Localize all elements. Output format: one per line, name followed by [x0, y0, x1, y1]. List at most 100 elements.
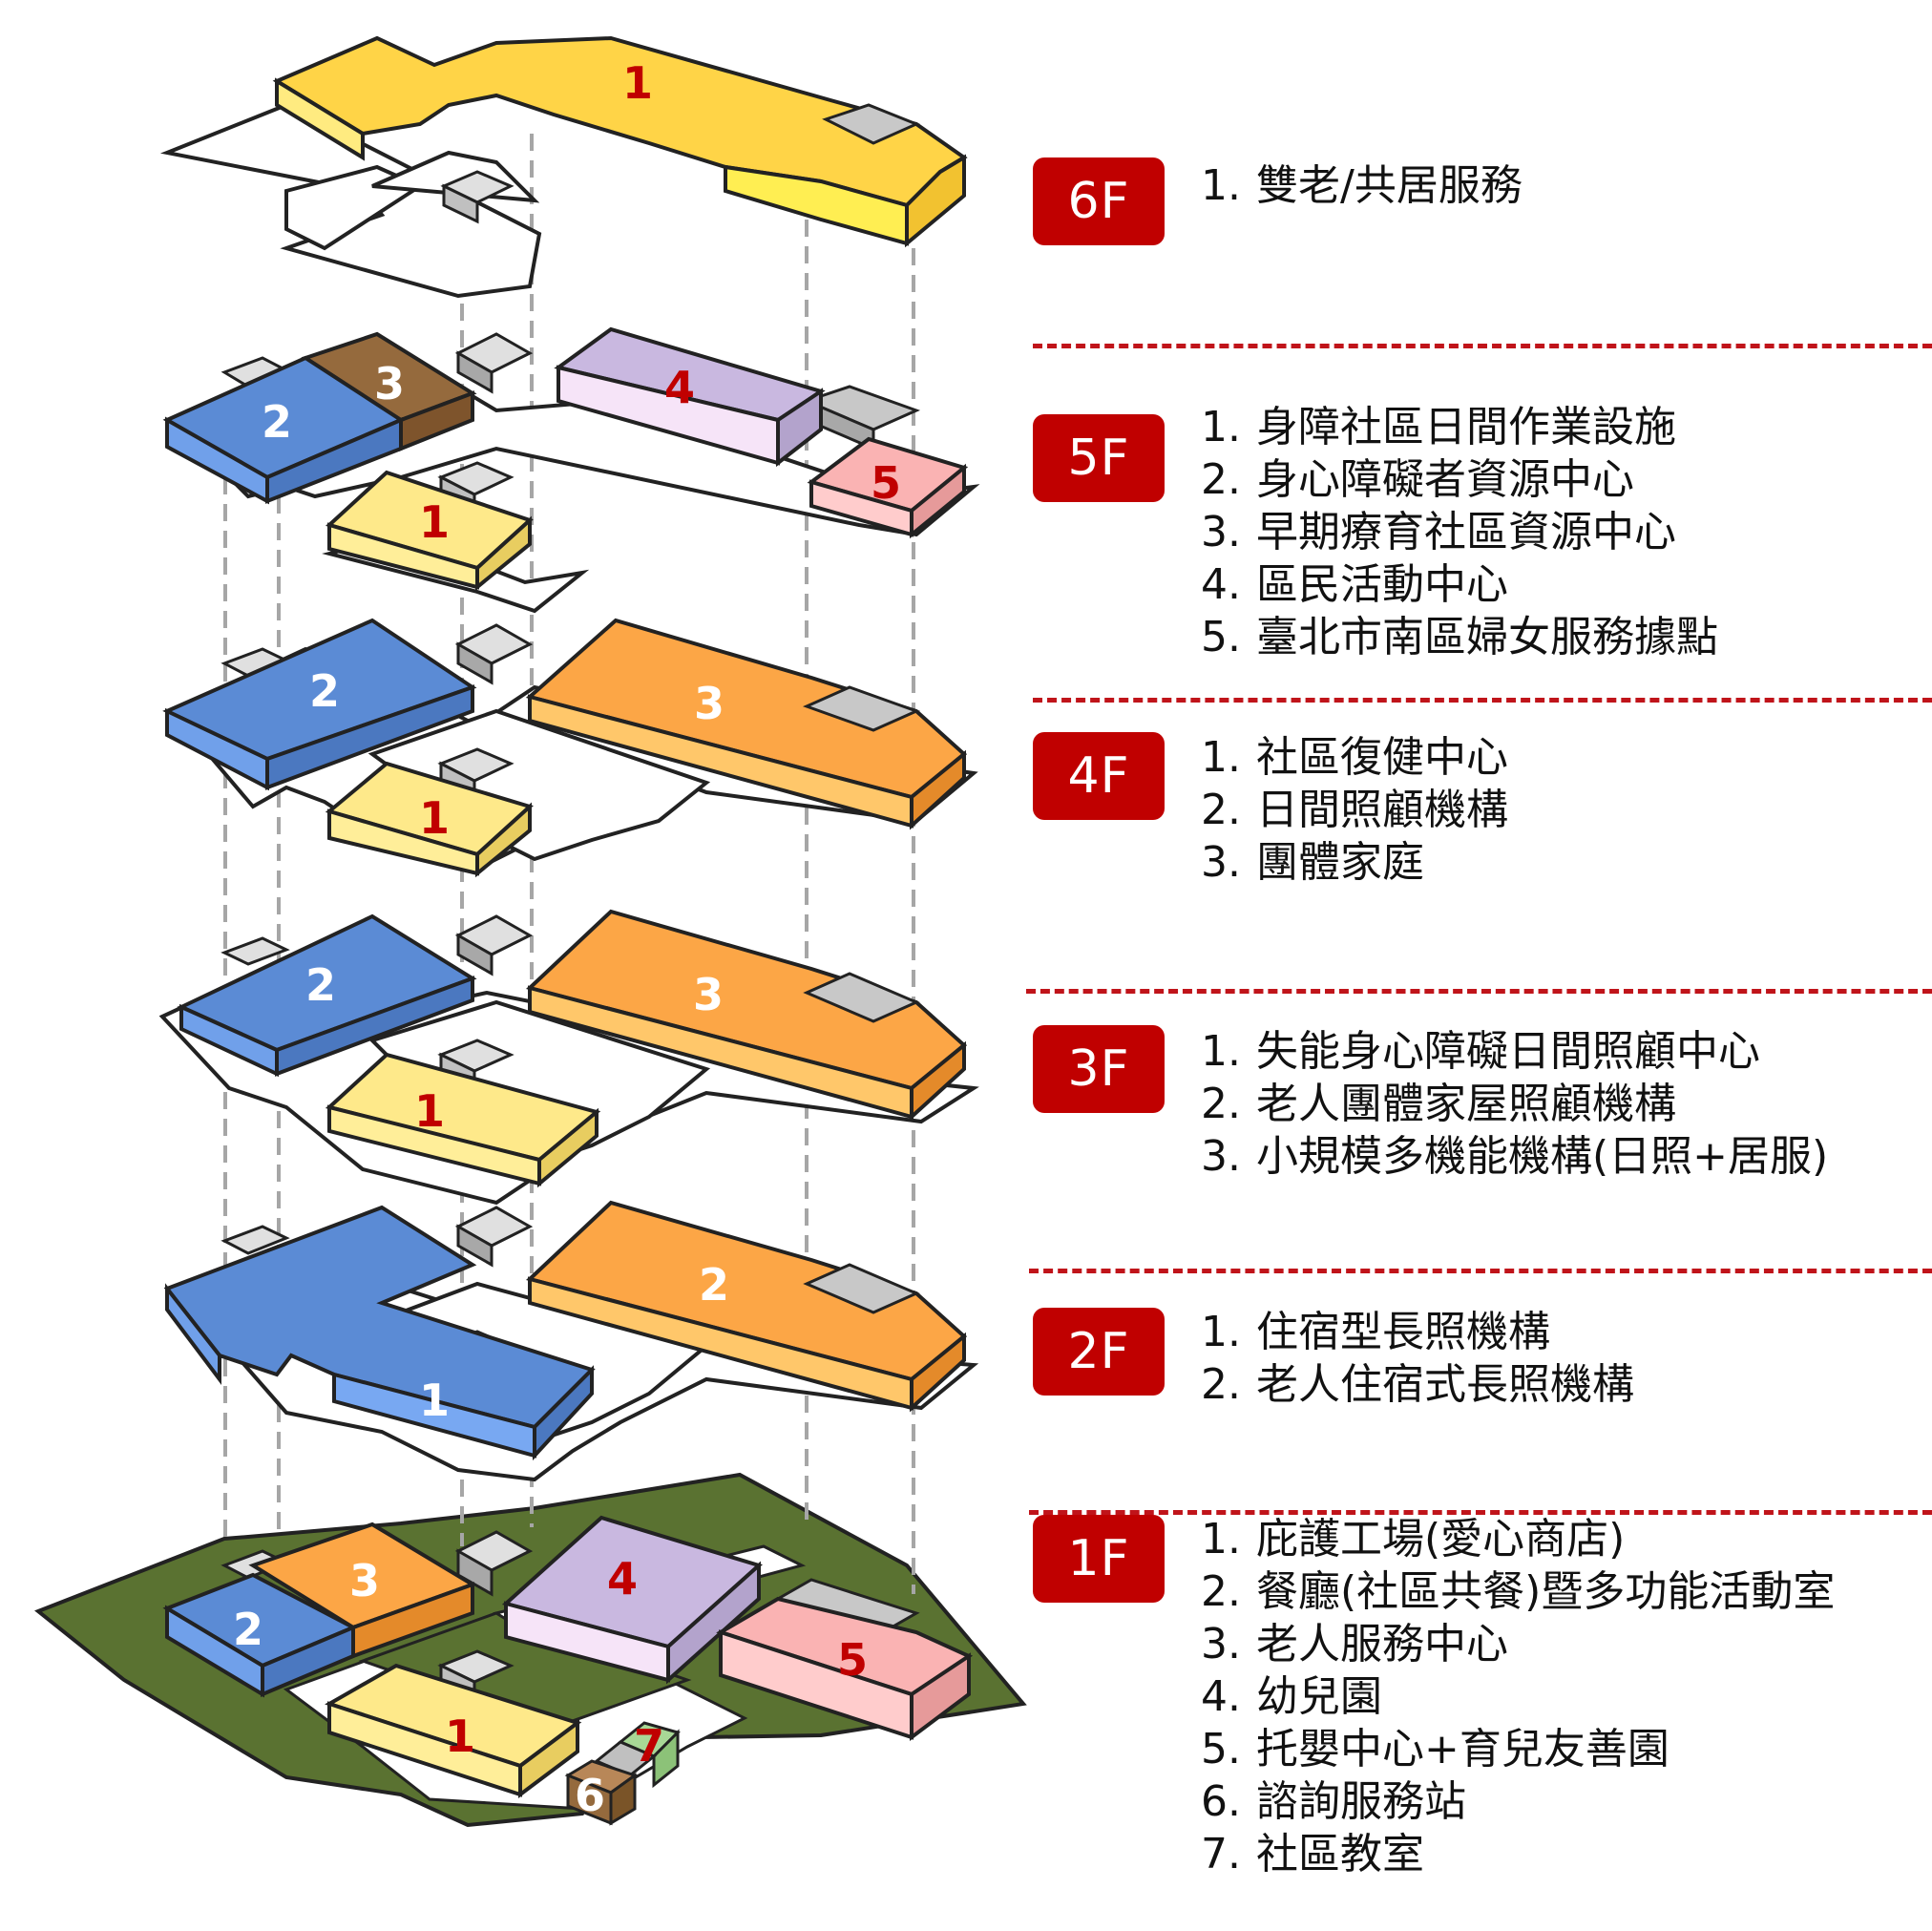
- block-side: [666, 1561, 761, 1685]
- floor-1f-buildings: [162, 1515, 974, 1826]
- legend-item: 6.諮詢服務站: [1201, 1777, 1466, 1826]
- block-label-3f-2: 2: [305, 959, 336, 1011]
- core-block: [802, 385, 921, 451]
- legend-1f: 1.庇護工場(愛心商店) 2.餐廳(社區共餐)暨多功能活動室 3.老人服務中心 …: [1201, 1513, 1835, 1880]
- core-block: [454, 914, 534, 976]
- floor-separator: [1033, 698, 1932, 703]
- block-side: [905, 154, 966, 248]
- block-label-4f-1: 1: [419, 792, 450, 844]
- legend-item: 2.餐廳(社區共餐)暨多功能活動室: [1201, 1567, 1836, 1616]
- legend-5f: 1.身障社區日間作業設施 2.身心障礙者資源中心 3.早期療育社區資源中心 4.…: [1201, 401, 1718, 663]
- floor-separator: [1026, 989, 1932, 994]
- legend-item: 7.社區教室: [1201, 1830, 1424, 1879]
- block-side: [910, 1332, 966, 1413]
- legend-item: 1.身障社區日間作業設施: [1201, 403, 1676, 451]
- legend-item: 4.幼兒園: [1201, 1672, 1382, 1721]
- block-label-1f-7: 7: [634, 1720, 664, 1772]
- legend-item: 5.臺北市南區婦女服務據點: [1201, 613, 1718, 661]
- core-block: [454, 332, 534, 394]
- floor-separator: [1029, 1510, 1932, 1515]
- block-labels: 1 1 2 3 4 5 1 2 3 1 2 3 1 2 1 2 3 4 5 6 …: [233, 57, 901, 1821]
- core-block: [454, 623, 534, 685]
- floor-5f-drawing: [162, 326, 980, 614]
- floor-6f-drawing: [159, 35, 968, 299]
- block-label-5f-3: 3: [374, 358, 405, 409]
- block-label-5f-1: 1: [419, 496, 450, 548]
- floor-3f-drawing: [158, 909, 979, 1206]
- block-label-5f-5: 5: [871, 457, 901, 509]
- legend-item: 2.老人住宿式長照機構: [1201, 1360, 1634, 1409]
- block-label-4f-3: 3: [694, 678, 724, 729]
- legend-item: 2.日間照顧機構: [1201, 786, 1508, 834]
- floor-separator: [1033, 344, 1932, 348]
- floor-separator: [1029, 1269, 1932, 1273]
- block-side: [475, 802, 532, 878]
- block-side: [265, 684, 474, 790]
- block-label-1f-1: 1: [445, 1711, 475, 1762]
- floor-badge-5f: 5F: [1033, 414, 1165, 502]
- core-block: [822, 103, 920, 145]
- legend-2f: 1.住宿型長照機構 2.老人住宿式長照機構: [1201, 1306, 1634, 1411]
- block-side: [609, 1773, 637, 1826]
- block-label-2f-1: 1: [419, 1375, 450, 1426]
- block-side: [776, 388, 823, 468]
- block-side: [518, 1719, 579, 1798]
- legend-item: 2.老人團體家屋照顧機構: [1201, 1080, 1676, 1128]
- block-label-2f-2: 2: [699, 1259, 729, 1311]
- legend-4f: 1.社區復健中心 2.日間照顧機構 3.團體家庭: [1201, 731, 1508, 889]
- block-side: [910, 1040, 966, 1122]
- core-block: [440, 170, 514, 224]
- block-side: [475, 515, 532, 592]
- block-side: [910, 749, 966, 830]
- block-side: [910, 1652, 971, 1741]
- floor-badge-3f: 3F: [1033, 1025, 1165, 1113]
- block-side: [537, 1107, 598, 1188]
- floor-2f-drawing: [163, 1200, 979, 1482]
- core-block: [454, 1530, 534, 1597]
- block-side: [275, 976, 474, 1077]
- block-label-6f-1: 1: [622, 57, 653, 109]
- core-block: [803, 1263, 920, 1314]
- core-block: [454, 1206, 534, 1268]
- legend-item: 3.早期療育社區資源中心: [1201, 508, 1676, 556]
- legend-item: 2.身心障礙者資源中心: [1201, 455, 1634, 504]
- block-label-3f-1: 1: [414, 1085, 445, 1137]
- legend-item: 1.庇護工場(愛心商店): [1201, 1515, 1626, 1564]
- block-label-5f-2: 2: [262, 396, 292, 448]
- block-label-1f-3: 3: [349, 1555, 380, 1606]
- block-side: [275, 77, 365, 161]
- legend-item: 5.托嬰中心+育兒友善園: [1201, 1725, 1670, 1774]
- block-side: [165, 1283, 221, 1385]
- core-block: [802, 685, 921, 732]
- legend-item: 4.區民活動中心: [1201, 560, 1508, 609]
- block-label-1f-4: 4: [607, 1553, 638, 1605]
- core-block: [220, 1225, 290, 1255]
- legend-item: 1.雙老/共居服務: [1201, 161, 1522, 210]
- block-side: [910, 463, 966, 539]
- block-label-1f-6: 6: [575, 1770, 605, 1821]
- block-label-1f-5: 5: [837, 1634, 868, 1686]
- legend-item: 3.小規模多機能機構(日照+居服): [1201, 1132, 1829, 1181]
- block-side: [533, 1365, 594, 1461]
- block-side: [652, 1729, 680, 1789]
- block-side: [261, 1624, 355, 1698]
- block-label-1f-2: 2: [233, 1604, 263, 1655]
- floor-badge-4f: 4F: [1033, 732, 1165, 820]
- block-label-4f-2: 2: [309, 665, 340, 717]
- floor-badge-6f: 6F: [1033, 157, 1165, 245]
- legend-6f: 1.雙老/共居服務: [1201, 159, 1522, 212]
- floor-4f-drawing: [162, 618, 978, 878]
- core-block: [803, 972, 920, 1023]
- block-label-5f-4: 4: [664, 362, 695, 413]
- legend-item: 1.社區復健中心: [1201, 733, 1508, 782]
- core-block: [220, 936, 290, 966]
- floor-badge-2f: 2F: [1033, 1308, 1165, 1396]
- floor-badge-1f: 1F: [1033, 1515, 1165, 1603]
- legend-3f: 1.失能身心障礙日間照顧中心 2.老人團體家屋照顧機構 3.小規模多機能機構(日…: [1201, 1025, 1828, 1183]
- legend-item: 1.住宿型長照機構: [1201, 1308, 1550, 1356]
- legend-item: 1.失能身心障礙日間照顧中心: [1201, 1027, 1760, 1076]
- legend-item: 3.團體家庭: [1201, 838, 1424, 887]
- block-side: [265, 416, 403, 504]
